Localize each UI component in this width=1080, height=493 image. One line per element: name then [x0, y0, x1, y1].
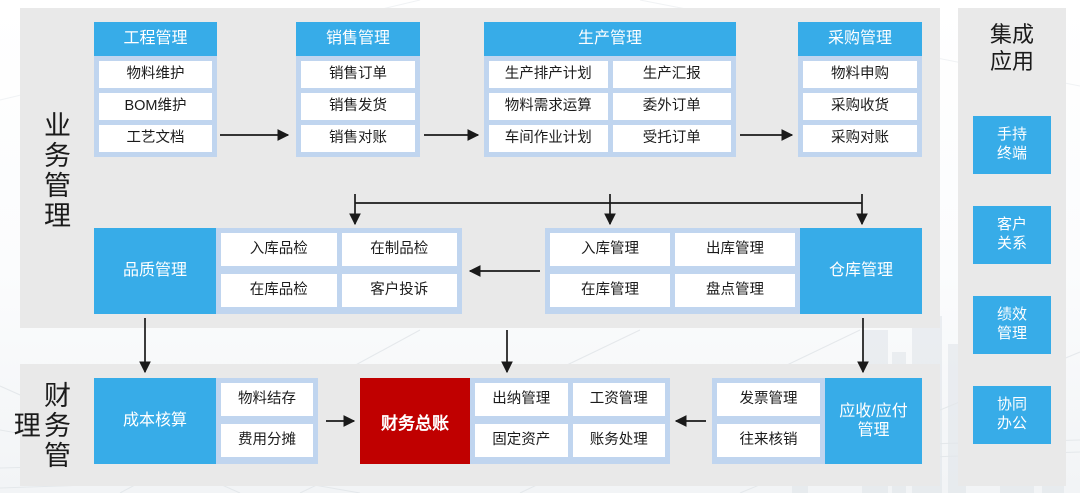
item-accounting-process[interactable]: 账务处理 [572, 423, 665, 457]
module-cost-title: 成本核算 [94, 378, 216, 464]
module-production[interactable]: 生产管理 生产排产计划 生产汇报 物料需求运算 委外订单 车间作业计划 受托订单 [484, 22, 736, 157]
item-production-report[interactable]: 生产汇报 [612, 61, 731, 88]
item-wip-inspection[interactable]: 在制品检 [341, 233, 457, 266]
item-outbound-management[interactable]: 出库管理 [675, 233, 795, 266]
item-inbound-management[interactable]: 入库管理 [550, 233, 670, 266]
module-sales-title: 销售管理 [296, 22, 420, 56]
sidebar-item-customer-relations-line2: 关系 [996, 235, 1027, 252]
module-quality-title: 品质管理 [94, 228, 216, 314]
item-entrusted-order[interactable]: 受托订单 [612, 125, 731, 152]
module-cost-accounting[interactable]: 成本核算 物料结存 费用分摊 [94, 378, 318, 464]
module-sales-items: 销售订单 销售发货 销售对账 [296, 56, 420, 157]
sidebar-item-performance-management[interactable]: 绩效 管理 [973, 296, 1051, 354]
item-stocktaking[interactable]: 盘点管理 [675, 273, 795, 307]
item-sales-delivery[interactable]: 销售发货 [301, 93, 415, 120]
module-quality-items: 入库品检 在制品检 在库品检 客户投诉 [216, 228, 462, 314]
module-warehouse[interactable]: 入库管理 出库管理 在库管理 盘点管理 仓库管理 [545, 228, 922, 314]
item-sales-reconcile[interactable]: 销售对账 [301, 125, 415, 152]
item-stock-inspection[interactable]: 在库品检 [221, 273, 337, 307]
module-receivable-payable[interactable]: 发票管理 往来核销 应收/应付 管理 [712, 378, 922, 464]
sidebar-item-handheld-terminal[interactable]: 手持 终端 [973, 116, 1051, 174]
module-warehouse-items: 入库管理 出库管理 在库管理 盘点管理 [545, 228, 800, 314]
item-production-schedule[interactable]: 生产排产计划 [489, 61, 608, 88]
item-sales-order[interactable]: 销售订单 [301, 61, 415, 88]
module-engineering[interactable]: 工程管理 物料维护 BOM维护 工艺文档 [94, 22, 217, 157]
sidebar-item-performance-management-line1: 绩效 [996, 306, 1027, 324]
item-fixed-assets[interactable]: 固定资产 [475, 423, 568, 457]
module-purchasing-title: 采购管理 [798, 22, 922, 56]
item-purchase-reconcile[interactable]: 采购对账 [803, 125, 917, 152]
business-section-label: 业务管理 [40, 111, 70, 231]
sidebar-item-collaborative-office-line2: 办公 [996, 415, 1027, 432]
item-payroll-management[interactable]: 工资管理 [572, 383, 665, 416]
module-receivable-items: 发票管理 往来核销 [712, 378, 825, 464]
module-engineering-items: 物料维护 BOM维护 工艺文档 [94, 56, 217, 157]
item-workshop-plan[interactable]: 车间作业计划 [489, 125, 608, 152]
module-sales[interactable]: 销售管理 销售订单 销售发货 销售对账 [296, 22, 420, 157]
sidebar-item-handheld-terminal-line1: 手持 [996, 126, 1027, 144]
sidebar-title: 集成 应用 [958, 22, 1066, 76]
sidebar-title-line1: 集成 [989, 22, 1034, 47]
module-treasury-items: 出纳管理 工资管理 固定资产 账务处理 [470, 378, 670, 464]
module-purchasing-items: 物料申购 采购收货 采购对账 [798, 56, 922, 157]
item-outsourcing-order[interactable]: 委外订单 [612, 93, 731, 120]
module-production-items: 生产排产计划 生产汇报 物料需求运算 委外订单 车间作业计划 受托订单 [484, 56, 736, 157]
module-warehouse-title: 仓库管理 [800, 228, 922, 314]
item-bom-maintenance[interactable]: BOM维护 [99, 93, 212, 120]
sidebar-item-collaborative-office[interactable]: 协同 办公 [973, 386, 1051, 444]
item-ar-ap-writeoff[interactable]: 往来核销 [717, 423, 820, 457]
item-purchase-receipt[interactable]: 采购收货 [803, 93, 917, 120]
sidebar-title-line2: 应用 [989, 48, 1034, 74]
item-cashier-management[interactable]: 出纳管理 [475, 383, 568, 416]
item-customer-complaint[interactable]: 客户投诉 [341, 273, 457, 307]
item-stock-management[interactable]: 在库管理 [550, 273, 670, 307]
module-cost-items: 物料结存 费用分摊 [216, 378, 318, 464]
item-process-document[interactable]: 工艺文档 [99, 125, 212, 152]
sidebar-item-collaborative-office-line1: 协同 [996, 396, 1027, 414]
item-material-requisition[interactable]: 物料申购 [803, 61, 917, 88]
item-expense-sharing[interactable]: 费用分摊 [221, 423, 313, 457]
sidebar-item-performance-management-line2: 管理 [996, 325, 1027, 342]
module-receivable-title-line2: 管理 [857, 422, 890, 439]
item-material-maintenance[interactable]: 物料维护 [99, 61, 212, 88]
sidebar-item-handheld-terminal-line2: 终端 [996, 145, 1027, 162]
module-purchasing[interactable]: 采购管理 物料申购 采购收货 采购对账 [798, 22, 922, 157]
sidebar-item-customer-relations[interactable]: 客户 关系 [973, 206, 1051, 264]
module-receivable-title-line1: 应收/应付 [839, 402, 908, 420]
module-quality[interactable]: 品质管理 入库品检 在制品检 在库品检 客户投诉 [94, 228, 462, 314]
sidebar-item-customer-relations-line1: 客户 [996, 216, 1027, 234]
module-general-ledger[interactable]: 财务总账 [360, 378, 470, 464]
module-production-title: 生产管理 [484, 22, 736, 56]
item-inbound-inspection[interactable]: 入库品检 [221, 233, 337, 266]
module-receivable-title: 应收/应付 管理 [825, 378, 922, 464]
item-material-balance[interactable]: 物料结存 [221, 383, 313, 416]
finance-section-label: 财务管理 [9, 381, 70, 471]
item-mrp-calculation[interactable]: 物料需求运算 [489, 93, 608, 120]
module-treasury[interactable]: 出纳管理 工资管理 固定资产 账务处理 [470, 378, 670, 464]
module-engineering-title: 工程管理 [94, 22, 217, 56]
item-invoice-management[interactable]: 发票管理 [717, 383, 820, 416]
